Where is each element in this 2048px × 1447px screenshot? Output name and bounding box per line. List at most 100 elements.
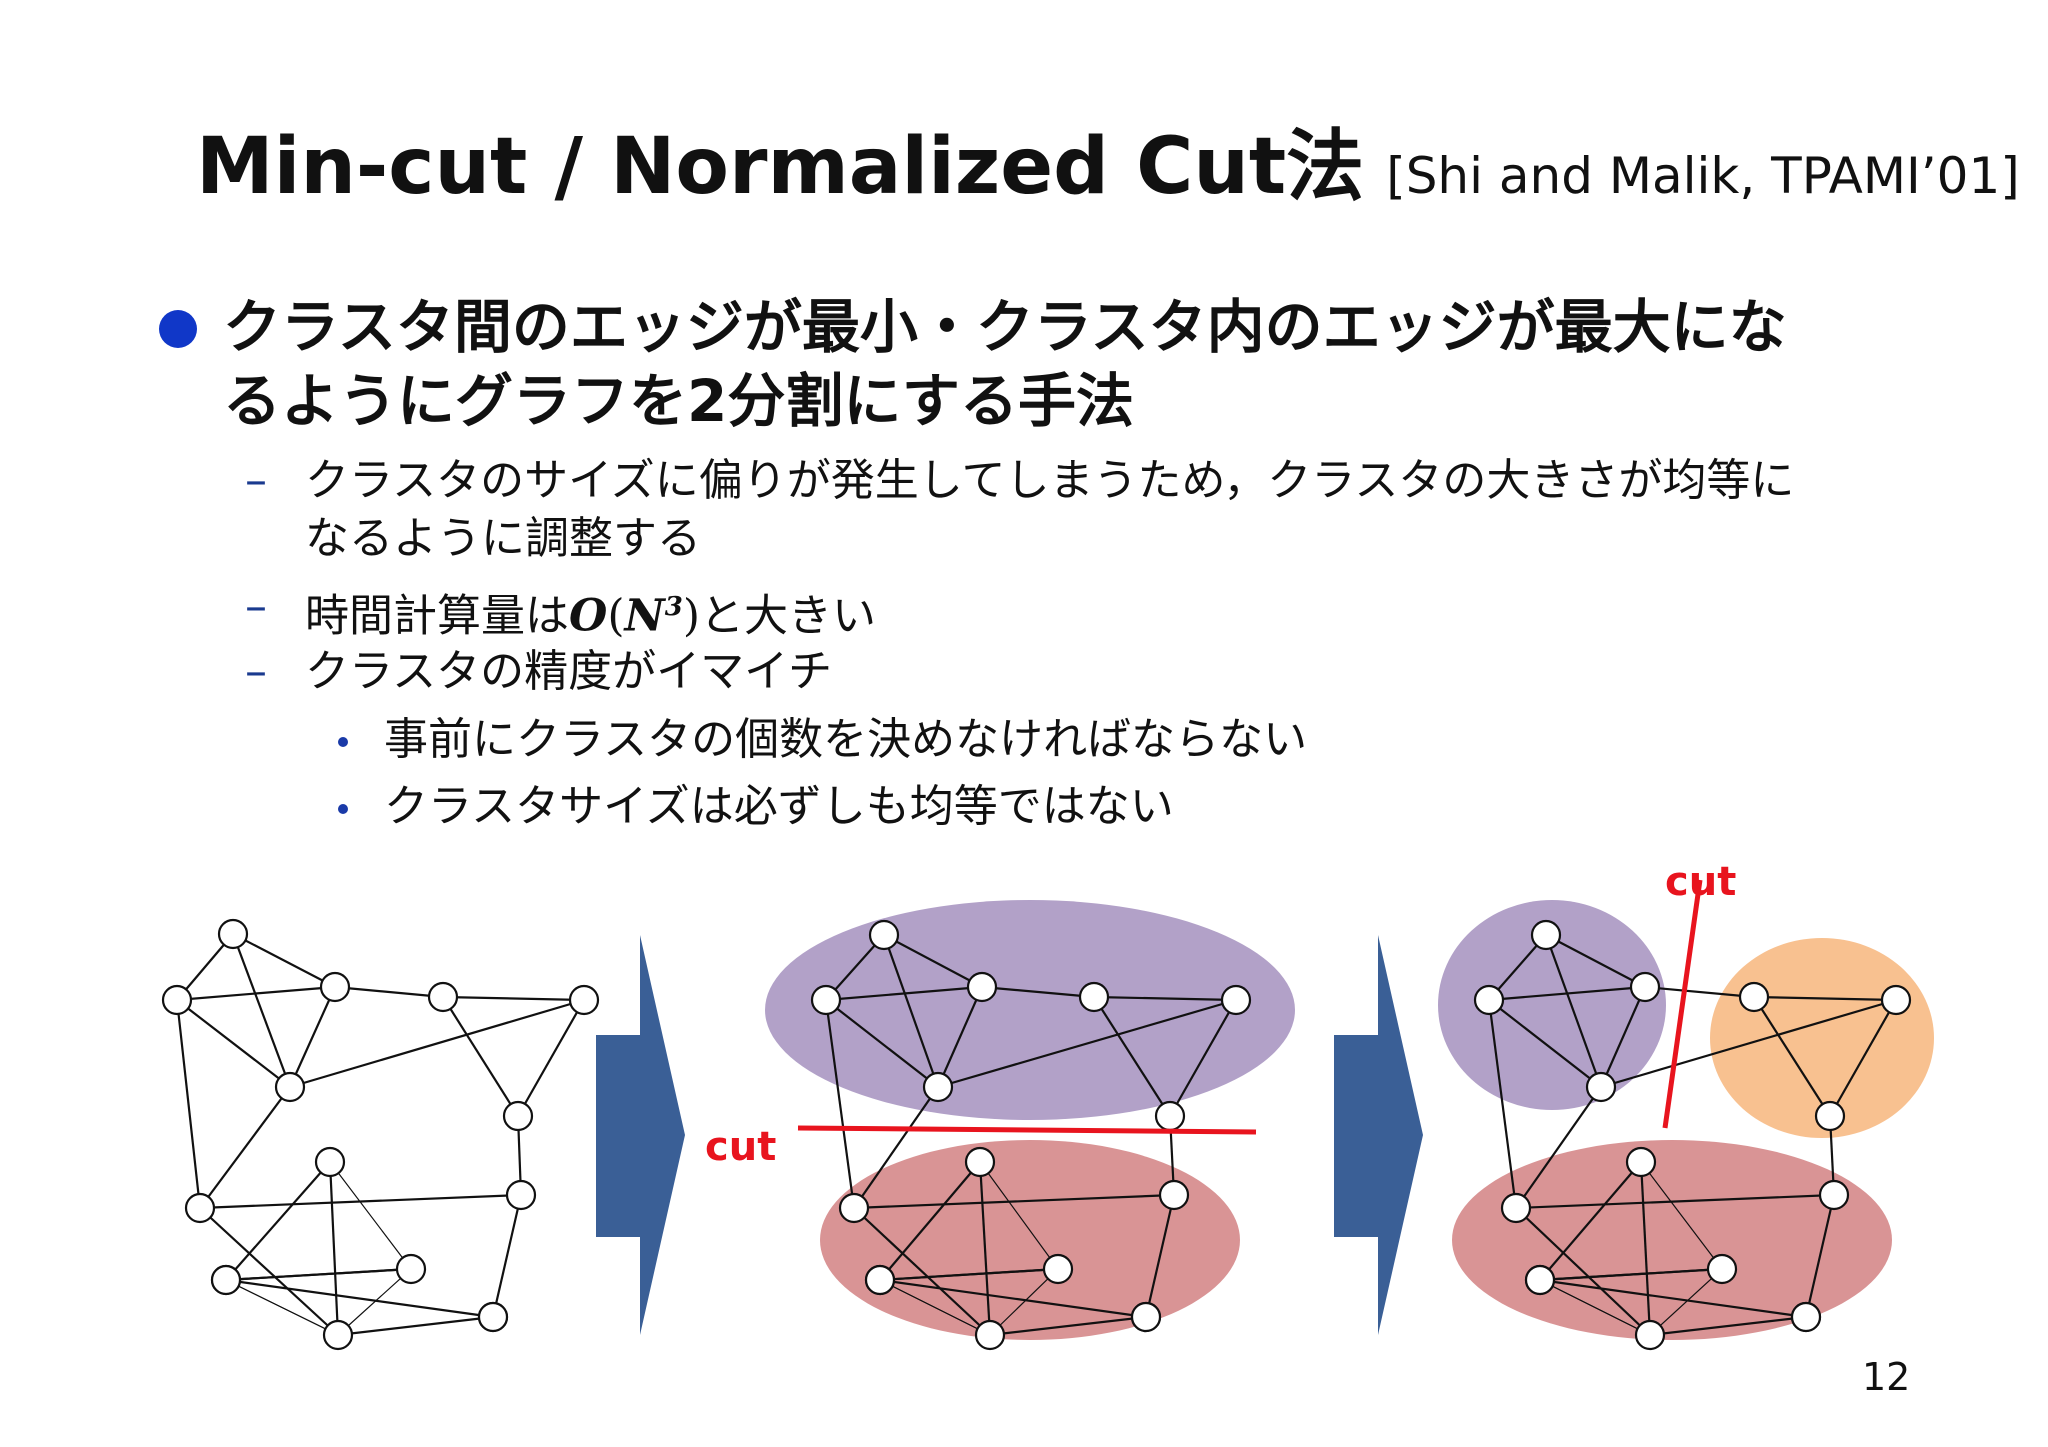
graph-edge	[225, 1278, 494, 1319]
graph-edge	[824, 999, 856, 1209]
graph-edge	[1144, 1194, 1176, 1318]
red-cluster-right	[1452, 1140, 1892, 1340]
graph-edge	[225, 1267, 412, 1282]
graph-node	[1629, 971, 1661, 1003]
graph-node	[1078, 981, 1110, 1013]
graph-edge	[231, 933, 292, 1088]
graph-edge	[883, 934, 983, 988]
graph-node	[1158, 1179, 1190, 1211]
graph-node	[184, 1192, 216, 1224]
graph-edge	[1649, 1315, 1807, 1337]
graph-edge	[442, 996, 519, 1117]
sub-bullet-1: – クラスタのサイズに偏りが発生してしまうため，クラスタの大きさが均等に なるよ…	[245, 452, 1945, 568]
math-exponent: 3	[664, 592, 683, 622]
graph-node	[477, 1301, 509, 1333]
sub-bullet-1-line1: クラスタのサイズに偏りが発生してしまうため，クラスタの大きさが均等に	[305, 455, 1795, 506]
graph-edge	[989, 1315, 1147, 1337]
graph-edge	[1515, 1086, 1602, 1209]
graph-edge	[825, 999, 939, 1088]
graph-edge	[1753, 996, 1831, 1117]
math-n: N	[624, 590, 665, 642]
graph-node	[966, 971, 998, 1003]
graph-edge	[981, 985, 1095, 999]
graph-edge	[879, 1267, 1059, 1282]
graph-edge	[337, 1268, 412, 1336]
graph-node	[1738, 981, 1770, 1013]
graph-node	[964, 1146, 996, 1178]
graph-edge	[1515, 1207, 1651, 1336]
graph-edge	[1487, 999, 1518, 1209]
graph-edge	[853, 1193, 1175, 1210]
math-o: O	[569, 590, 608, 642]
graph-node	[1220, 984, 1252, 1016]
sub-sub-bullet-1: 事前にクラスタの個数を決めなければならない	[338, 711, 1938, 769]
graph-edge	[853, 1207, 991, 1336]
cut-line-right	[1662, 879, 1703, 1129]
graph-edge	[491, 1194, 523, 1318]
graph-edge	[1488, 999, 1602, 1088]
bullet-dot-icon	[159, 310, 197, 348]
small-dot-icon	[338, 804, 348, 814]
cut-label-right: cut	[1665, 859, 1736, 905]
red-cluster-middle	[820, 1140, 1240, 1340]
dash-icon: –	[245, 581, 267, 632]
graph-edge	[937, 998, 1237, 1089]
graph-edge	[288, 986, 337, 1088]
graph-edge	[517, 999, 585, 1117]
main-bullet-line2: るようにグラフを2分割にする手法	[223, 367, 1134, 435]
graph-three-way-cut	[1473, 919, 1912, 1351]
graph-edge	[1515, 1193, 1835, 1210]
graph-edge	[334, 985, 444, 999]
sub-bullet-3-text: クラスタの精度がイマイチ	[305, 646, 833, 697]
graph-edge	[853, 1086, 939, 1209]
main-bullet-line1: クラスタ間のエッジが最小・クラスタ内のエッジが最大にな	[223, 293, 1787, 361]
graph-edge	[1539, 1267, 1723, 1282]
right-arrow-icon	[1334, 935, 1423, 1335]
cut-label-middle: cut	[705, 1124, 776, 1170]
graph-node	[1524, 1264, 1556, 1296]
graph-edge	[1093, 995, 1237, 1002]
graph-edge	[175, 999, 202, 1209]
graph-edge	[1600, 998, 1897, 1089]
graph-node	[1530, 919, 1562, 951]
graph-edge	[225, 1279, 339, 1336]
graph-edge	[1649, 1268, 1723, 1336]
cut-line-middle	[797, 1125, 1257, 1135]
graph-node	[1473, 984, 1505, 1016]
graph-edge	[289, 998, 585, 1089]
graph-edge	[328, 1161, 340, 1336]
graph-node	[974, 1319, 1006, 1351]
graph-edge	[1539, 1279, 1651, 1336]
graph-node	[1154, 1100, 1186, 1132]
sub-sub-bullet-1-text: 事前にクラスタの個数を決めなければならない	[384, 714, 1308, 765]
graph-edge	[1488, 985, 1646, 1002]
graph-edge	[176, 999, 291, 1088]
graph-edge	[1599, 986, 1647, 1088]
graph-node	[1790, 1301, 1822, 1333]
graph-edge	[979, 1161, 1059, 1270]
graph-node	[1500, 1192, 1532, 1224]
graph-node	[1814, 1100, 1846, 1132]
graph-edge	[337, 1315, 494, 1337]
graph-edge	[1544, 934, 1603, 1088]
graph-edge	[882, 934, 940, 1088]
graph-edge	[225, 1161, 331, 1281]
graph-node	[505, 1179, 537, 1211]
graph-node	[502, 1100, 534, 1132]
graph-node	[1880, 984, 1912, 1016]
graph-edge	[879, 1161, 981, 1281]
right-arrow-icon	[596, 935, 685, 1335]
graph-original	[161, 918, 600, 1351]
graph-node	[1042, 1253, 1074, 1285]
graph-edge	[1545, 934, 1646, 988]
graph-node	[1585, 1071, 1617, 1103]
graph-edge	[1539, 1161, 1642, 1281]
graph-node	[922, 1071, 954, 1103]
graph-edge	[879, 1279, 991, 1336]
graph-edge	[1169, 999, 1237, 1117]
sub-bullet-3: – クラスタの精度がイマイチ	[245, 643, 1945, 701]
graph-edge	[879, 1278, 1147, 1319]
graph-node	[161, 984, 193, 1016]
